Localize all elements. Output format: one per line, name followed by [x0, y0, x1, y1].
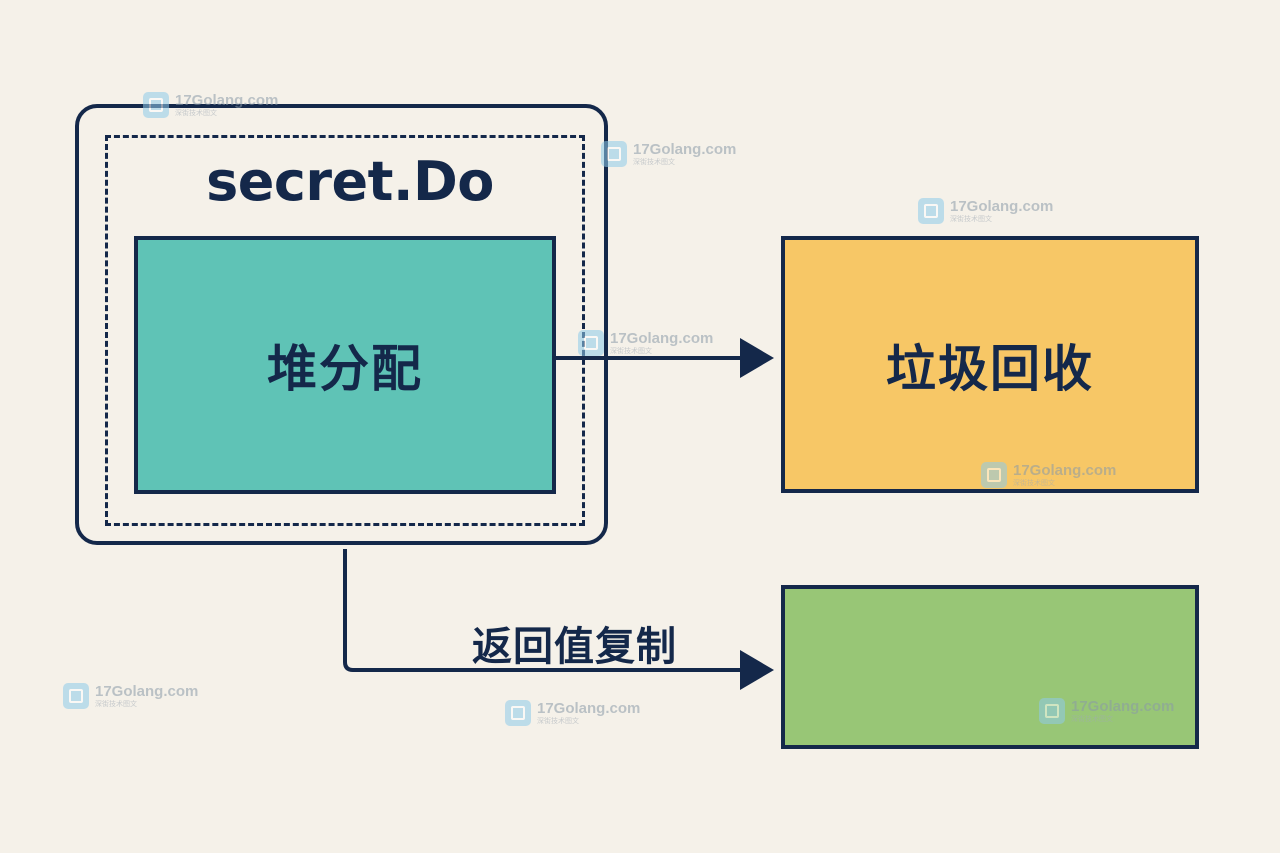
watermark-site: 17Golang.com	[633, 141, 737, 158]
logo-icon	[578, 330, 604, 356]
watermark-tagline: 深街技术图文	[633, 158, 675, 166]
logo-icon	[143, 92, 169, 118]
watermark: 17Golang.com 深街技术图文	[601, 141, 736, 167]
watermark-tagline: 深街技术图文	[1013, 479, 1055, 487]
logo-icon	[918, 198, 944, 224]
function-label: secret.Do	[206, 150, 494, 213]
logo-icon	[601, 141, 627, 167]
garbage-collection-label: 垃圾回收	[886, 339, 1094, 398]
watermark-site: 17Golang.com	[175, 92, 279, 109]
watermark-site: 17Golang.com	[1071, 698, 1175, 715]
watermark: 17Golang.com 深街技术图文	[578, 330, 713, 356]
watermark: 17Golang.com 深街技术图文	[143, 92, 278, 118]
watermark-tagline: 深街技术图文	[1071, 715, 1113, 723]
logo-icon	[981, 462, 1007, 488]
heap-allocation-node: 堆分配	[134, 236, 556, 494]
watermark-site: 17Golang.com	[1013, 462, 1117, 479]
watermark: 17Golang.com 深街技术图文	[505, 700, 640, 726]
watermark-tagline: 深街技术图文	[950, 215, 992, 223]
return-copy-label: 返回值复制	[472, 624, 677, 670]
watermark: 17Golang.com 深街技术图文	[1039, 698, 1174, 724]
watermark-site: 17Golang.com	[610, 330, 714, 347]
watermark-tagline: 深街技术图文	[175, 109, 217, 117]
watermark-site: 17Golang.com	[95, 683, 199, 700]
arrow-right-icon	[740, 338, 774, 378]
watermark: 17Golang.com 深街技术图文	[918, 198, 1053, 224]
watermark: 17Golang.com 深街技术图文	[981, 462, 1116, 488]
watermark-site: 17Golang.com	[950, 198, 1054, 215]
garbage-collection-node: 垃圾回收	[781, 236, 1199, 493]
function-container	[75, 104, 608, 545]
watermark: 17Golang.com 深街技术图文	[63, 683, 198, 709]
watermark-tagline: 深街技术图文	[95, 700, 137, 708]
edge-heap-to-gc	[556, 338, 774, 378]
watermark-tagline: 深街技术图文	[537, 717, 579, 725]
edge-function-to-copy	[343, 549, 774, 690]
arrow-right-icon	[740, 650, 774, 690]
watermark-tagline: 深街技术图文	[610, 347, 652, 355]
copy-target-node	[781, 585, 1199, 749]
logo-icon	[63, 683, 89, 709]
heap-allocation-label: 堆分配	[267, 340, 423, 398]
logo-icon	[1039, 698, 1065, 724]
watermark-site: 17Golang.com	[537, 700, 641, 717]
logo-icon	[505, 700, 531, 726]
